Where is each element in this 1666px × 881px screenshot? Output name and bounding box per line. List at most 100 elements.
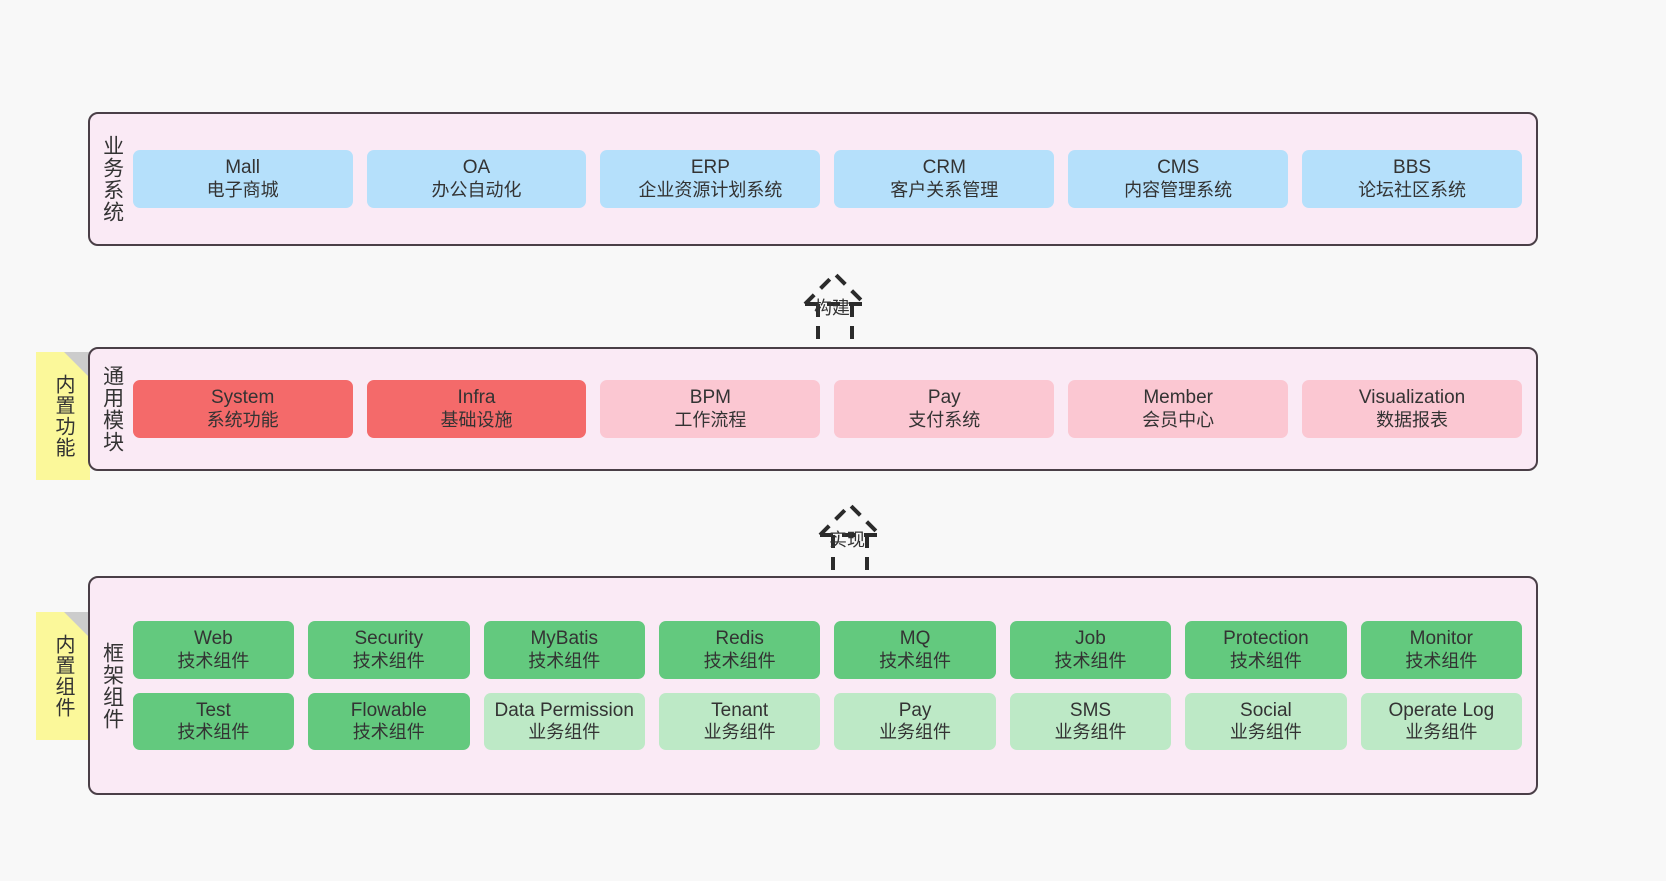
- connector-implement-label: 实现: [829, 530, 865, 550]
- card-title: MQ: [899, 628, 931, 650]
- card-subtitle: 业务组件: [1405, 721, 1478, 742]
- card-pay-component[interactable]: Pay 业务组件: [834, 692, 996, 750]
- note-builtin-function: 内置功能: [36, 352, 90, 480]
- card-mall[interactable]: Mall 电子商城: [132, 150, 353, 208]
- card-subtitle: 工作流程: [674, 409, 747, 430]
- card-subtitle: 办公自动化: [431, 179, 522, 200]
- layer-body-framework-component: Web 技术组件 Security 技术组件 MyBatis 技术组件 Redi…: [131, 578, 1536, 793]
- card-title: Security: [354, 628, 424, 650]
- note-fold-corner-icon: [64, 612, 90, 638]
- card-subtitle: 业务组件: [1054, 721, 1127, 742]
- card-subtitle: 技术组件: [352, 650, 425, 671]
- note-label: 内置组件: [52, 634, 74, 718]
- card-title: Test: [195, 699, 231, 721]
- card-subtitle: 客户关系管理: [890, 179, 999, 200]
- card-title: ERP: [690, 157, 730, 179]
- card-title: Visualization: [1358, 387, 1466, 409]
- card-row: Mall 电子商城 OA 办公自动化 ERP 企业资源计划系统 CRM 客户关系…: [132, 150, 1523, 208]
- card-job[interactable]: Job 技术组件: [1009, 621, 1172, 679]
- card-subtitle: 论坛社区系统: [1358, 179, 1467, 200]
- card-test[interactable]: Test 技术组件: [132, 692, 295, 750]
- card-subtitle: 会员中心: [1142, 409, 1215, 430]
- card-subtitle: 技术组件: [879, 650, 952, 671]
- card-title: Social: [1240, 699, 1292, 721]
- card-row: Test 技术组件 Flowable 技术组件 Data Permission …: [132, 692, 1523, 750]
- card-cms[interactable]: CMS 内容管理系统: [1068, 150, 1289, 208]
- card-redis[interactable]: Redis 技术组件: [658, 621, 821, 679]
- card-oa[interactable]: OA 办公自动化: [366, 150, 587, 208]
- layer-body-business-system: Mall 电子商城 OA 办公自动化 ERP 企业资源计划系统 CRM 客户关系…: [131, 114, 1536, 244]
- card-title: SMS: [1069, 699, 1112, 721]
- card-mybatis[interactable]: MyBatis 技术组件: [483, 621, 645, 679]
- card-subtitle: 技术组件: [528, 650, 601, 671]
- card-title: BBS: [1393, 157, 1432, 179]
- card-title: Flowable: [350, 699, 427, 721]
- card-erp[interactable]: ERP 企业资源计划系统: [600, 150, 821, 208]
- card-subtitle: 系统功能: [206, 409, 279, 430]
- card-title: Infra: [457, 387, 496, 409]
- card-subtitle: 数据报表: [1376, 409, 1449, 430]
- layer-business-system: 业务系统 Mall 电子商城 OA 办公自动化 ERP 企业资源计划系统 CRM…: [88, 112, 1538, 246]
- layer-body-common-module: System 系统功能 Infra 基础设施 BPM 工作流程 Pay 支付系统…: [131, 349, 1536, 469]
- card-title: CRM: [922, 157, 966, 179]
- card-subtitle: 业务组件: [703, 721, 776, 742]
- card-subtitle: 技术组件: [1405, 650, 1478, 671]
- note-builtin-component: 内置组件: [36, 612, 90, 740]
- connector-build-label: 构建: [814, 298, 850, 318]
- layer-caption-business-system: 业务系统: [100, 135, 124, 223]
- card-security[interactable]: Security 技术组件: [308, 621, 470, 679]
- card-social[interactable]: Social 业务组件: [1185, 692, 1347, 750]
- card-member[interactable]: Member 会员中心: [1068, 380, 1289, 438]
- card-title: Monitor: [1409, 628, 1474, 650]
- layer-common-module: 通用模块 System 系统功能 Infra 基础设施 BPM 工作流程 Pay…: [88, 347, 1538, 471]
- card-visualization[interactable]: Visualization 数据报表: [1302, 380, 1523, 438]
- card-subtitle: 基础设施: [440, 409, 513, 430]
- card-title: Redis: [715, 628, 764, 650]
- card-title: System: [210, 387, 275, 409]
- layer-caption-common-module: 通用模块: [100, 365, 124, 453]
- card-title: Pay: [898, 699, 932, 721]
- card-title: Pay: [927, 387, 961, 409]
- card-title: Protection: [1223, 628, 1309, 650]
- card-title: OA: [462, 157, 491, 179]
- card-subtitle: 业务组件: [879, 721, 952, 742]
- card-flowable[interactable]: Flowable 技术组件: [308, 692, 470, 750]
- card-subtitle: 电子商城: [206, 179, 279, 200]
- card-title: CMS: [1157, 157, 1200, 179]
- card-sms[interactable]: SMS 业务组件: [1009, 692, 1172, 750]
- card-subtitle: 技术组件: [177, 721, 250, 742]
- layer-caption-framework-component: 框架组件: [100, 641, 124, 730]
- card-web[interactable]: Web 技术组件: [132, 621, 295, 679]
- layer-framework-component: 框架组件 Web 技术组件 Security 技术组件 MyBatis 技术组件…: [88, 576, 1538, 795]
- card-title: Member: [1143, 387, 1214, 409]
- card-subtitle: 业务组件: [1229, 721, 1302, 742]
- card-subtitle: 支付系统: [908, 409, 981, 430]
- card-title: MyBatis: [530, 628, 599, 650]
- card-title: BPM: [689, 387, 731, 409]
- note-label: 内置功能: [52, 374, 74, 458]
- card-bbs[interactable]: BBS 论坛社区系统: [1302, 150, 1523, 208]
- card-subtitle: 技术组件: [177, 650, 250, 671]
- card-subtitle: 技术组件: [352, 721, 425, 742]
- card-subtitle: 技术组件: [703, 650, 776, 671]
- card-monitor[interactable]: Monitor 技术组件: [1360, 621, 1523, 679]
- card-subtitle: 技术组件: [1054, 650, 1127, 671]
- card-operate-log[interactable]: Operate Log 业务组件: [1360, 692, 1523, 750]
- card-title: Web: [194, 628, 233, 650]
- card-title: Operate Log: [1388, 699, 1495, 721]
- card-subtitle: 内容管理系统: [1124, 179, 1233, 200]
- card-system[interactable]: System 系统功能: [132, 380, 353, 438]
- card-data-permission[interactable]: Data Permission 业务组件: [483, 692, 645, 750]
- card-infra[interactable]: Infra 基础设施: [366, 380, 587, 438]
- card-tenant[interactable]: Tenant 业务组件: [658, 692, 821, 750]
- card-pay-module[interactable]: Pay 支付系统: [834, 380, 1055, 438]
- card-subtitle: 技术组件: [1229, 650, 1302, 671]
- card-subtitle: 企业资源计划系统: [638, 179, 783, 200]
- card-mq[interactable]: MQ 技术组件: [834, 621, 996, 679]
- note-fold-corner-icon: [64, 352, 90, 378]
- card-title: Mall: [225, 157, 261, 179]
- card-protection[interactable]: Protection 技术组件: [1185, 621, 1347, 679]
- card-subtitle: 业务组件: [528, 721, 601, 742]
- card-bpm[interactable]: BPM 工作流程: [600, 380, 821, 438]
- card-crm[interactable]: CRM 客户关系管理: [834, 150, 1055, 208]
